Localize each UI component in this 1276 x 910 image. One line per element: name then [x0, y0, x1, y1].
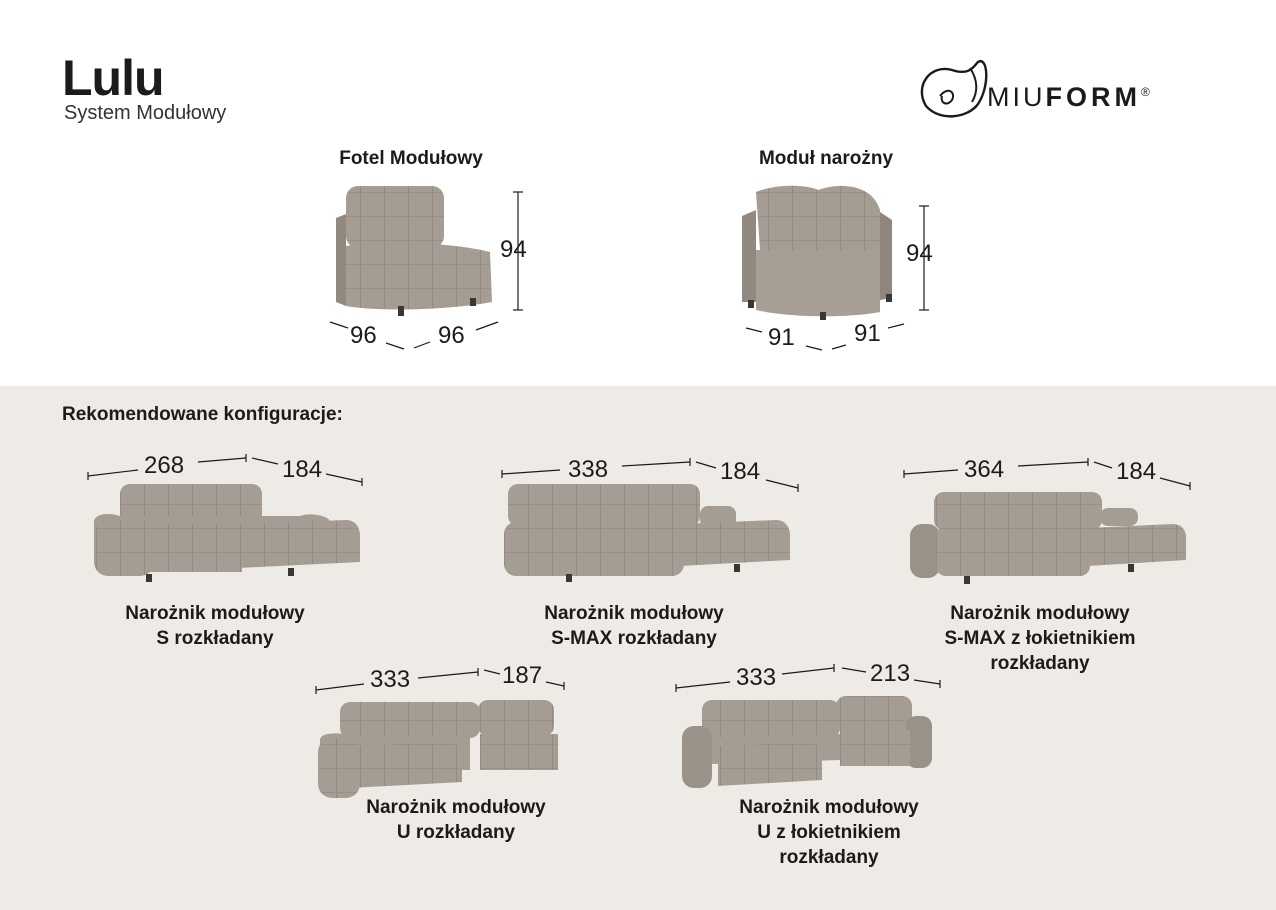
config-u-caption: Narożnik modułowy U rozkładany [316, 795, 596, 845]
config-s-dim-b: 184 [282, 456, 323, 483]
config-s-image [94, 484, 360, 582]
config-u-armrest-image [682, 696, 932, 788]
config-u-image [318, 700, 558, 798]
product-subtitle: System Modułowy [64, 102, 227, 124]
product-title: Lulu [62, 50, 165, 106]
config-u-armrest-dim-a: 333 [736, 664, 777, 691]
config-u-dim-a: 333 [370, 666, 411, 693]
config-u-armrest-dim-b: 213 [870, 660, 911, 687]
armchair-width-left: 96 [350, 322, 377, 349]
config-smax-dim-a: 338 [568, 456, 609, 483]
corner-module-image [742, 185, 892, 320]
config-u-armrest-caption-line3: rozkładany [779, 847, 879, 868]
armchair-module-image [336, 186, 492, 316]
config-s-caption-line1: Narożnik modułowy [125, 603, 305, 624]
top-panel [0, 0, 1276, 386]
config-smax-armrest-caption-line2: S-MAX z łokietnikiem [944, 628, 1136, 649]
config-u-caption-line1: Narożnik modułowy [366, 797, 546, 818]
armchair-width-right: 96 [438, 322, 465, 349]
config-smax-caption-line1: Narożnik modułowy [544, 603, 724, 624]
config-u-armrest-caption-line2: U z łokietnikiem [757, 822, 901, 843]
config-smax-armrest-dim-b: 184 [1116, 458, 1157, 485]
corner-width-right: 91 [854, 320, 881, 347]
config-smax-caption-line2: S-MAX rozkładany [551, 628, 717, 649]
config-u-dim-b: 187 [502, 662, 543, 689]
miuform-logo-icon [920, 60, 988, 118]
config-smax-armrest-image [910, 492, 1186, 584]
config-u-armrest-caption: Narożnik modułowy U z łokietnikiem rozkł… [689, 795, 969, 870]
config-smax-armrest-caption-line3: rozkładany [990, 653, 1090, 674]
configurations-panel [0, 386, 1276, 910]
registered-mark: ® [1140, 85, 1150, 99]
module-dimension-lines [329, 191, 929, 351]
config-u-armrest-caption-line1: Narożnik modułowy [739, 797, 919, 818]
config-s-caption: Narożnik modułowy S rozkładany [75, 601, 355, 651]
corner-height: 94 [906, 240, 933, 267]
config-smax-armrest-caption-line1: Narożnik modułowy [950, 603, 1130, 624]
config-smax-image [504, 484, 790, 582]
config-s-caption-line2: S rozkładany [156, 628, 274, 649]
config-smax-caption: Narożnik modułowy S-MAX rozkładany [494, 601, 774, 651]
config-s-dim-a: 268 [144, 452, 185, 479]
module-title-armchair: Fotel Modułowy [339, 148, 483, 169]
corner-width-left: 91 [768, 324, 795, 351]
module-title-corner: Moduł narożny [758, 148, 894, 169]
config-smax-armrest-caption: Narożnik modułowy S-MAX z łokietnikiem r… [900, 601, 1180, 676]
config-smax-dim-b: 184 [720, 458, 761, 485]
brand-wordmark: MIUFORM® [987, 76, 1150, 113]
section-title: Rekomendowane konfiguracje: [62, 404, 343, 425]
config-dimension-lines [87, 454, 1191, 694]
brand-wordmark-bold: FORM [1045, 82, 1141, 112]
brand-wordmark-thin: MIU [987, 82, 1046, 112]
armchair-height: 94 [500, 236, 527, 263]
config-smax-armrest-dim-a: 364 [964, 456, 1005, 483]
config-u-caption-line2: U rozkładany [396, 822, 516, 843]
